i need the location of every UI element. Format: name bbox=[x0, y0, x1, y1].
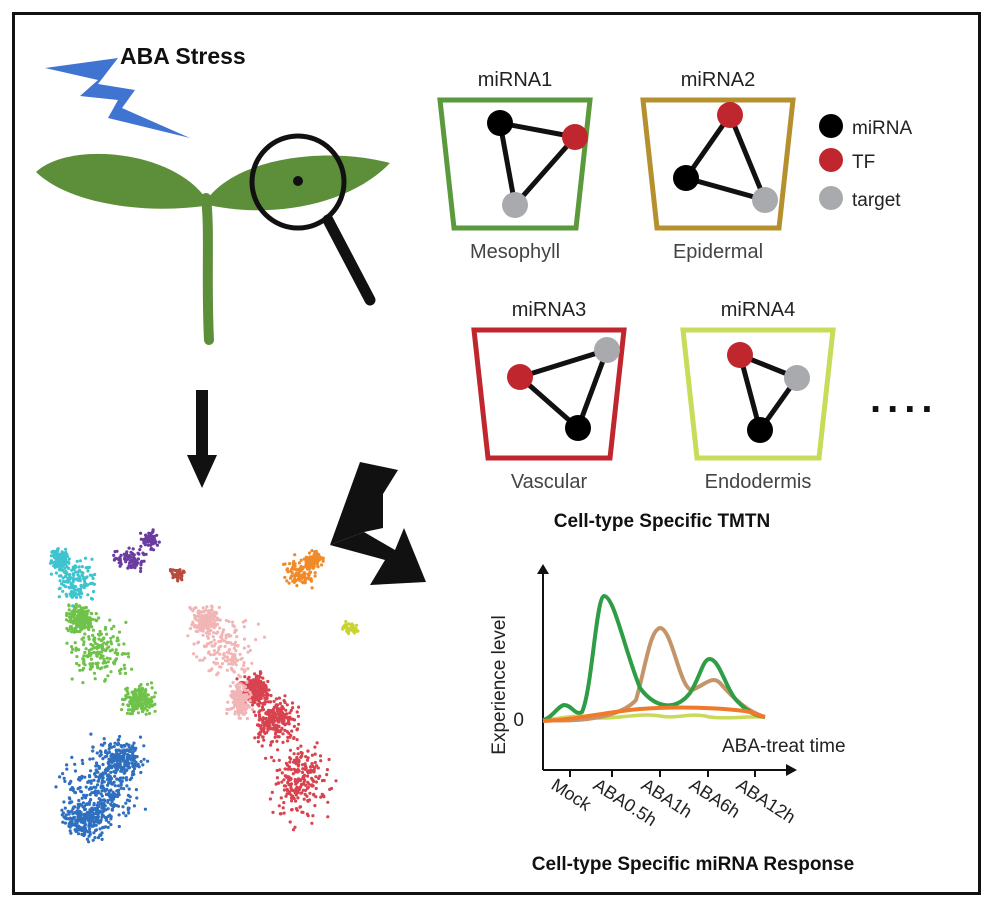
umap-cluster bbox=[49, 547, 97, 608]
umap-cluster bbox=[112, 528, 161, 574]
node-legend: miRNA TF target bbox=[819, 114, 912, 211]
network-edge bbox=[575, 349, 610, 429]
magnifier-icon bbox=[249, 133, 376, 306]
umap-cluster bbox=[235, 670, 338, 832]
legend-target-dot bbox=[819, 186, 843, 210]
target-node bbox=[502, 192, 528, 218]
network-mirna-label: miRNA1 bbox=[478, 69, 552, 91]
tf-node bbox=[507, 364, 533, 390]
network-mirna-label: miRNA3 bbox=[512, 299, 586, 321]
double-arrow bbox=[330, 462, 426, 585]
stress-title: ABA Stress bbox=[120, 43, 246, 69]
umap-cluster bbox=[54, 732, 150, 844]
mirna-node bbox=[487, 110, 513, 136]
umap-cluster bbox=[64, 602, 157, 716]
network-cell-type-label: Vascular bbox=[511, 471, 588, 493]
network-edge bbox=[497, 122, 518, 206]
curve-green bbox=[542, 593, 766, 722]
umap-cluster bbox=[341, 620, 360, 636]
zero-label: 0 bbox=[513, 710, 524, 731]
plant-stem bbox=[201, 193, 214, 345]
tmtn-caption: Cell-type Specific TMTN bbox=[554, 511, 770, 532]
legend-mirna-dot bbox=[819, 114, 843, 138]
x-tick-label: Mock bbox=[548, 775, 596, 816]
tf-node bbox=[562, 124, 588, 150]
response-caption: Cell-type Specific miRNA Response bbox=[532, 854, 854, 875]
network-frame bbox=[640, 97, 796, 231]
network-mirna-label: miRNA2 bbox=[681, 69, 755, 91]
legend-tf-dot bbox=[819, 148, 843, 172]
target-node bbox=[784, 365, 810, 391]
network-mirna-label: miRNA4 bbox=[721, 299, 795, 321]
umap-cluster bbox=[168, 568, 186, 583]
mirna-node bbox=[673, 165, 699, 191]
network-edge bbox=[727, 114, 768, 201]
target-node bbox=[594, 337, 620, 363]
target-node bbox=[752, 187, 778, 213]
left-leaf bbox=[36, 153, 210, 209]
network-frame bbox=[471, 327, 627, 461]
x-axis-label: ABA-treat time bbox=[722, 736, 846, 757]
umap-cluster bbox=[186, 604, 267, 721]
response-plot: Experience level 0 ABA-treat time Mock AB… bbox=[489, 564, 846, 830]
network-cell-type-label: Mesophyll bbox=[470, 241, 560, 263]
more-networks-ellipsis: .... bbox=[870, 377, 938, 421]
network-edge bbox=[519, 347, 608, 380]
tf-node bbox=[727, 342, 753, 368]
network-frame bbox=[437, 97, 593, 231]
legend-target-label: target bbox=[852, 190, 901, 211]
network-frame bbox=[680, 327, 836, 461]
legend-mirna-label: miRNA bbox=[852, 118, 912, 139]
mirna-node bbox=[565, 415, 591, 441]
tf-node bbox=[717, 102, 743, 128]
umap-cluster bbox=[282, 549, 325, 590]
network-cell-type-label: Epidermal bbox=[673, 241, 763, 263]
y-axis-label: Experience level bbox=[489, 615, 510, 754]
x-axis-arrowhead bbox=[786, 764, 797, 776]
lightning-icon bbox=[45, 58, 190, 138]
y-axis-arrowhead bbox=[537, 564, 549, 574]
tmtn-networks: miRNA1MesophyllmiRNA2EpidermalmiRNA3Vasc… bbox=[437, 69, 836, 493]
down-arrow bbox=[187, 390, 217, 488]
network-cell-type-label: Endodermis bbox=[705, 471, 812, 493]
umap-cell-clusters bbox=[49, 528, 360, 844]
network-edge bbox=[513, 135, 577, 207]
x-tick-label: ABA6h bbox=[686, 775, 744, 822]
x-tick-label: ABA12h bbox=[733, 775, 799, 828]
network-edge bbox=[685, 175, 766, 203]
legend-tf-label: TF bbox=[852, 152, 875, 173]
curve-orange bbox=[542, 705, 766, 723]
mirna-node bbox=[747, 417, 773, 443]
